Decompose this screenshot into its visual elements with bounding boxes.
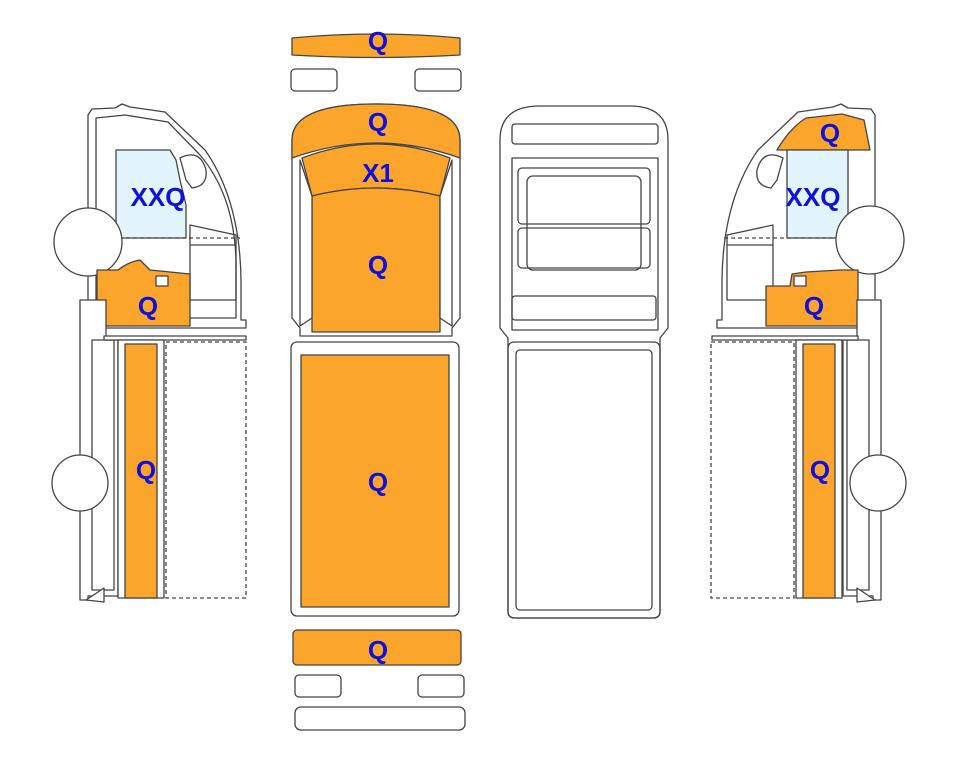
label-front-bumper: Q — [368, 26, 388, 56]
right-cargo-side-panel — [802, 343, 836, 599]
label-right-door-window: XXQ — [786, 182, 841, 212]
left-side-view — [51, 103, 247, 603]
top-view — [290, 33, 466, 731]
right-door-upper-panel — [776, 113, 871, 151]
left-front-wheel — [53, 207, 123, 277]
label-left-door-lower: Q — [138, 291, 158, 321]
label-right-cargo-side: Q — [810, 455, 830, 485]
underside-view — [499, 105, 669, 619]
label-cargo-roof: Q — [368, 467, 388, 497]
label-windshield: X1 — [362, 158, 394, 188]
right-front-wheel — [835, 205, 905, 275]
label-left-door-window: XXQ — [131, 182, 186, 212]
right-side-view — [710, 103, 907, 603]
label-right-door-upper: Q — [820, 118, 840, 148]
front-bumper-panel — [291, 33, 461, 59]
right-rear-wheel — [849, 454, 907, 512]
label-right-door-lower: Q — [804, 291, 824, 321]
left-cargo-side-panel — [124, 343, 158, 599]
right-door-lower-panel — [765, 269, 859, 327]
label-hood: Q — [368, 107, 388, 137]
hood-panel — [291, 103, 461, 159]
label-cab-roof: Q — [368, 250, 388, 280]
label-rear-bumper: Q — [368, 635, 388, 665]
cargo-roof-panel — [300, 354, 450, 608]
label-left-cargo-side: Q — [136, 455, 156, 485]
rear-bumper-panel — [292, 629, 462, 666]
left-rear-wheel — [51, 454, 109, 512]
